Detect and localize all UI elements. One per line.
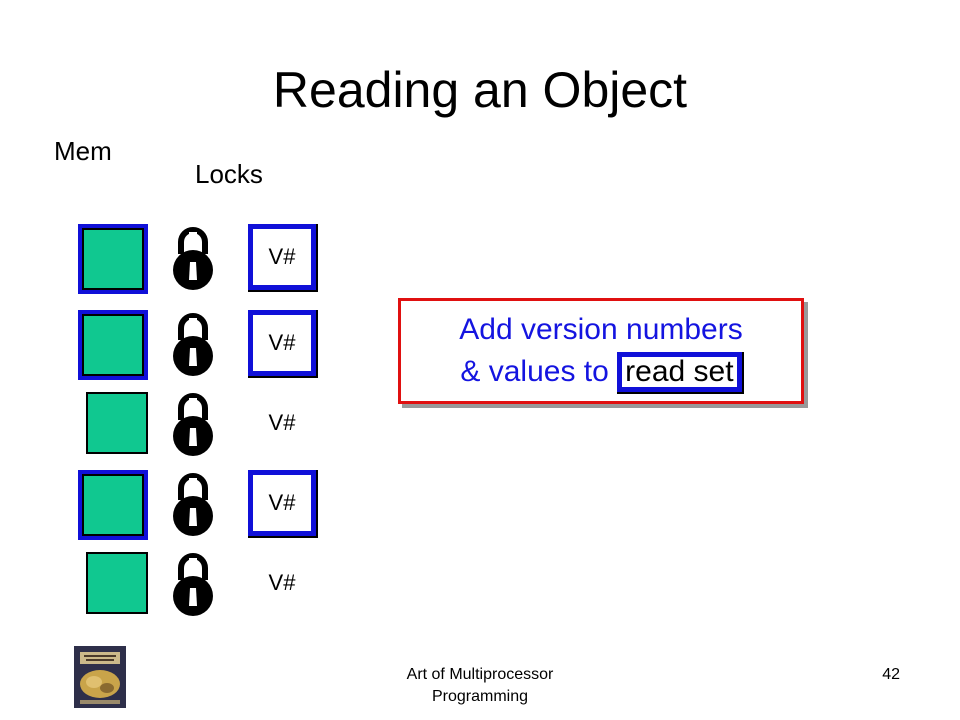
- read-set-frame: [78, 470, 148, 540]
- footer-course-line-2: Programming: [431, 688, 529, 705]
- version-number: V#: [248, 310, 316, 376]
- padlock-icon: [170, 310, 216, 380]
- memory-cell: [78, 224, 148, 294]
- footer-course: Art of Multiprocessor Programming: [370, 664, 590, 708]
- footer-course-line-1: Art of Multiprocessor: [406, 666, 554, 683]
- read-set-frame: [78, 224, 148, 294]
- padlock-icon: [170, 470, 216, 540]
- memory-row: V#: [0, 390, 400, 460]
- slide-title: Reading an Object: [272, 62, 688, 118]
- padlock-icon: [170, 224, 216, 294]
- version-number: V#: [248, 224, 316, 290]
- memory-row: V#: [0, 224, 400, 294]
- mem-label: Mem: [54, 136, 112, 166]
- version-number: V#: [268, 570, 296, 595]
- memory-cell: [86, 392, 148, 454]
- locks-label: Locks: [195, 159, 263, 189]
- book-cover-icon: [74, 646, 126, 708]
- padlock-icon: [170, 550, 216, 620]
- memory-row: V#: [0, 470, 400, 540]
- read-set-frame: [78, 310, 148, 380]
- memory-row: V#: [0, 310, 400, 380]
- callout-box: Add version numbers & values to read set: [398, 298, 804, 404]
- version-number: V#: [248, 470, 316, 536]
- memory-row: V#: [0, 550, 400, 620]
- version-number: V#: [268, 410, 296, 435]
- page-number: 42: [882, 666, 900, 683]
- memory-cell: [78, 470, 148, 540]
- memory-cell: [86, 552, 148, 614]
- callout-line-2: & values to read set: [401, 352, 801, 392]
- memory-cell: [78, 310, 148, 380]
- padlock-icon: [170, 390, 216, 460]
- read-set-highlight: read set: [617, 352, 742, 392]
- callout-line-2-prefix: & values to: [460, 355, 618, 388]
- callout-line-1: Add version numbers: [459, 313, 743, 346]
